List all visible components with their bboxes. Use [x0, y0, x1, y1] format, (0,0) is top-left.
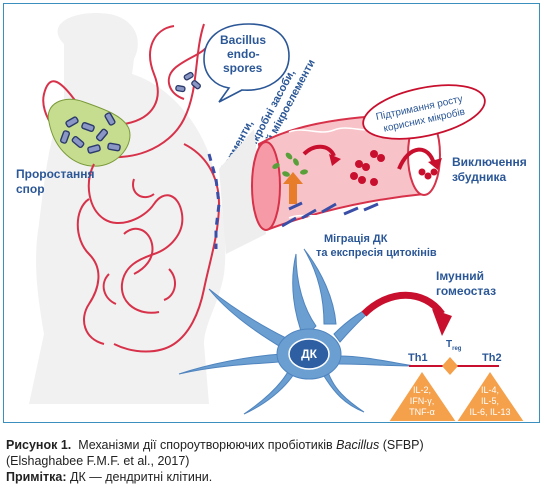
caption-citation: (Elshaghabee F.M.F. et al., 2017) [6, 454, 190, 468]
caption-note: Примітка: ДК — дендритні клітини. [6, 469, 536, 485]
stomach [42, 23, 205, 159]
th2-cytokine-triangle [457, 372, 524, 422]
migration-label-2: та експресія цитокінів [316, 247, 437, 259]
th2-label: Th2 [482, 352, 502, 364]
caption-title-italic: Bacillus [336, 438, 380, 452]
spores-bubble [203, 23, 290, 103]
caption-note-label: Примітка: [6, 470, 67, 484]
figure-frame: Bacillus endo- spores Ферменти, протимік… [3, 3, 540, 423]
red-inner-arrow [302, 144, 336, 157]
th1-cytokine-1: IL-2, [413, 385, 431, 395]
treg-label: Treg [446, 339, 462, 352]
mucosa-spores [281, 201, 379, 228]
th1-label: Th1 [408, 352, 428, 364]
dc-nucleus [288, 338, 330, 370]
intestinal-spores [175, 71, 201, 93]
mechanism-diagram: Bacillus endo- spores Ферменти, протимік… [16, 13, 527, 422]
homeostasis-arrow [361, 291, 445, 317]
homeostasis-arrowhead [432, 309, 452, 336]
germination-label-1: Проростання [16, 167, 95, 181]
caption-title: Рисунок 1. Механізми дії спороутворюючих… [6, 437, 536, 453]
caption-figure-label: Рисунок 1. [6, 438, 72, 452]
th1-cytokine-triangle [389, 372, 456, 422]
caption-note-text: ДК — дендритні клітини. [66, 470, 213, 484]
caption-title-prefix: Механізми дії спороутворюючих пробіотикі… [78, 438, 337, 452]
red-inner-arrowhead [329, 154, 341, 166]
dc-label: ДК [301, 347, 318, 361]
figure-caption: Рисунок 1. Механізми дії спороутворюючих… [6, 437, 536, 485]
spore-transit-dashes [207, 153, 221, 249]
exiting-pathogens [418, 168, 438, 180]
caption-title-suffix: (SFBP) [379, 438, 424, 452]
th2-cytokine-1: IL-4, [481, 385, 499, 395]
homeostasis-label-1: Імунний [436, 269, 484, 283]
germination-label-2: спор [16, 182, 45, 196]
bubble-label-2: endo- [227, 47, 260, 61]
th1-cytokine-3: TNF-α [409, 407, 435, 417]
support-ellipse [362, 84, 486, 140]
pathogen-label-1: Виключення [452, 155, 527, 169]
growth-arrow [283, 172, 303, 204]
pathogen-label-2: збудника [452, 170, 507, 184]
pathogen-exit-arrowhead [428, 158, 442, 170]
treg-diamond [442, 357, 458, 375]
esophagus [167, 43, 210, 100]
stomach-spores [59, 112, 121, 154]
pathogens [350, 150, 385, 186]
bubble-label-3: spores [223, 61, 263, 75]
th1-cytokine-2: IFN-γ, [410, 396, 435, 406]
th2-cytokine-3: IL-6, IL-13 [469, 407, 510, 417]
th2-cytokine-2: IL-5, [481, 396, 499, 406]
bubble-label-1: Bacillus [220, 33, 266, 47]
homeostasis-label-2: гомеостаз [436, 284, 496, 298]
pathogen-exit-arrow [397, 147, 436, 170]
beneficial-microbes [272, 152, 308, 177]
migration-label-1: Міграція ДК [324, 233, 388, 245]
